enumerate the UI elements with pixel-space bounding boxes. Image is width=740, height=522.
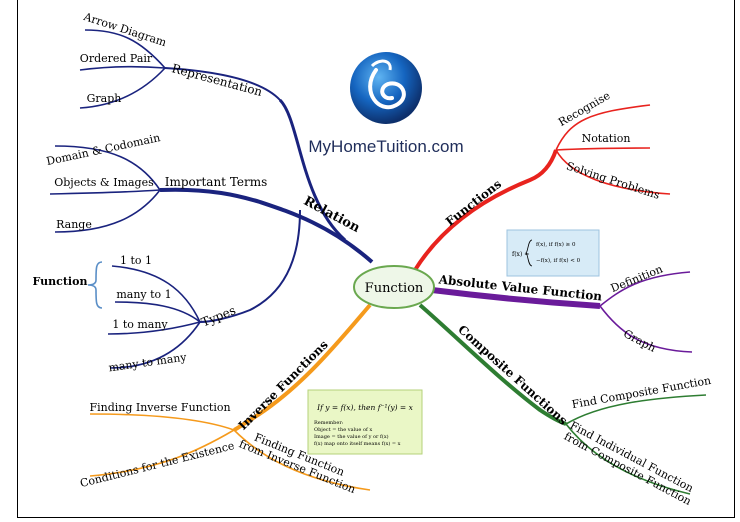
- composite-branch: [418, 303, 707, 495]
- brand-logo: MyHomeTuition.com: [308, 52, 464, 156]
- svg-text:Image = the value of y or f(x): Image = the value of y or f(x): [314, 433, 389, 440]
- finding-inverse-label: Finding Inverse Function: [89, 401, 230, 414]
- svg-text:−f(x), if f(x) < 0: −f(x), if f(x) < 0: [536, 257, 581, 264]
- definition-label: Definition: [609, 262, 665, 295]
- graph-label-relation: Graph: [87, 92, 122, 105]
- domain-codomain-label: Domain & Codomain: [45, 131, 161, 168]
- function-brace: [87, 261, 103, 309]
- svg-text:Remember:: Remember:: [314, 420, 344, 426]
- center-node[interactable]: Function: [353, 265, 435, 309]
- range-label: Range: [56, 218, 92, 231]
- brand-name: MyHomeTuition.com: [308, 137, 463, 156]
- functions-label: Functions: [443, 177, 504, 229]
- relation-branch: [49, 29, 374, 369]
- inverse-branch: [89, 303, 372, 491]
- svg-text:If y = f(x), then f⁻¹(y) = x: If y = f(x), then f⁻¹(y) = x: [316, 403, 413, 412]
- find-individual-label-1: Find Individual Function: [568, 419, 696, 495]
- svg-text:f(x), if f(x) ≥ 0: f(x), if f(x) ≥ 0: [536, 241, 576, 248]
- svg-text:Object = the value of x: Object = the value of x: [314, 427, 372, 433]
- abs-value-note: f(x) = f(x), if f(x) ≥ 0 −f(x), if f(x) …: [506, 229, 600, 277]
- solving-problems-label: Solving Problems: [565, 159, 662, 202]
- right-border: [734, 0, 735, 518]
- representation-label: Representation: [170, 61, 264, 99]
- important-terms-label: Important Terms: [165, 175, 268, 189]
- many-to-many-label: many to many: [108, 351, 188, 375]
- relation-label: Relation: [301, 194, 363, 236]
- find-composite-label: Find Composite Function: [571, 374, 712, 411]
- svg-text:f(x) =: f(x) =: [512, 251, 529, 258]
- absolute-value-branch: [431, 271, 693, 353]
- recognise-label: Recognise: [556, 89, 612, 129]
- find-individual-label-2: from Composite Function: [562, 430, 694, 508]
- one-to-many-label: 1 to many: [112, 318, 168, 331]
- one-to-one-label: 1 to 1: [120, 254, 152, 267]
- ordered-pair-label: Ordered Pair: [80, 52, 153, 65]
- composite-label: Composite Functions: [455, 322, 570, 428]
- notation-label: Notation: [582, 132, 631, 145]
- functions-branch: [413, 104, 671, 272]
- graph-label-abs: Graph: [621, 327, 658, 355]
- left-border: [17, 0, 18, 518]
- center-label: Function: [365, 281, 424, 296]
- conditions-label: Conditions for the Existence: [79, 439, 236, 490]
- function-side-label: Function: [33, 275, 88, 288]
- objects-images-label: Objects & Images: [54, 176, 154, 189]
- inverse-note: If y = f(x), then f⁻¹(y) = x Remember: O…: [307, 389, 423, 455]
- types-label: Types: [199, 303, 237, 329]
- globe-icon: [350, 52, 422, 124]
- svg-text:f(x) map onto itself means f(x: f(x) map onto itself means f(x) = x: [314, 440, 401, 447]
- many-to-one-label: many to 1: [116, 288, 171, 301]
